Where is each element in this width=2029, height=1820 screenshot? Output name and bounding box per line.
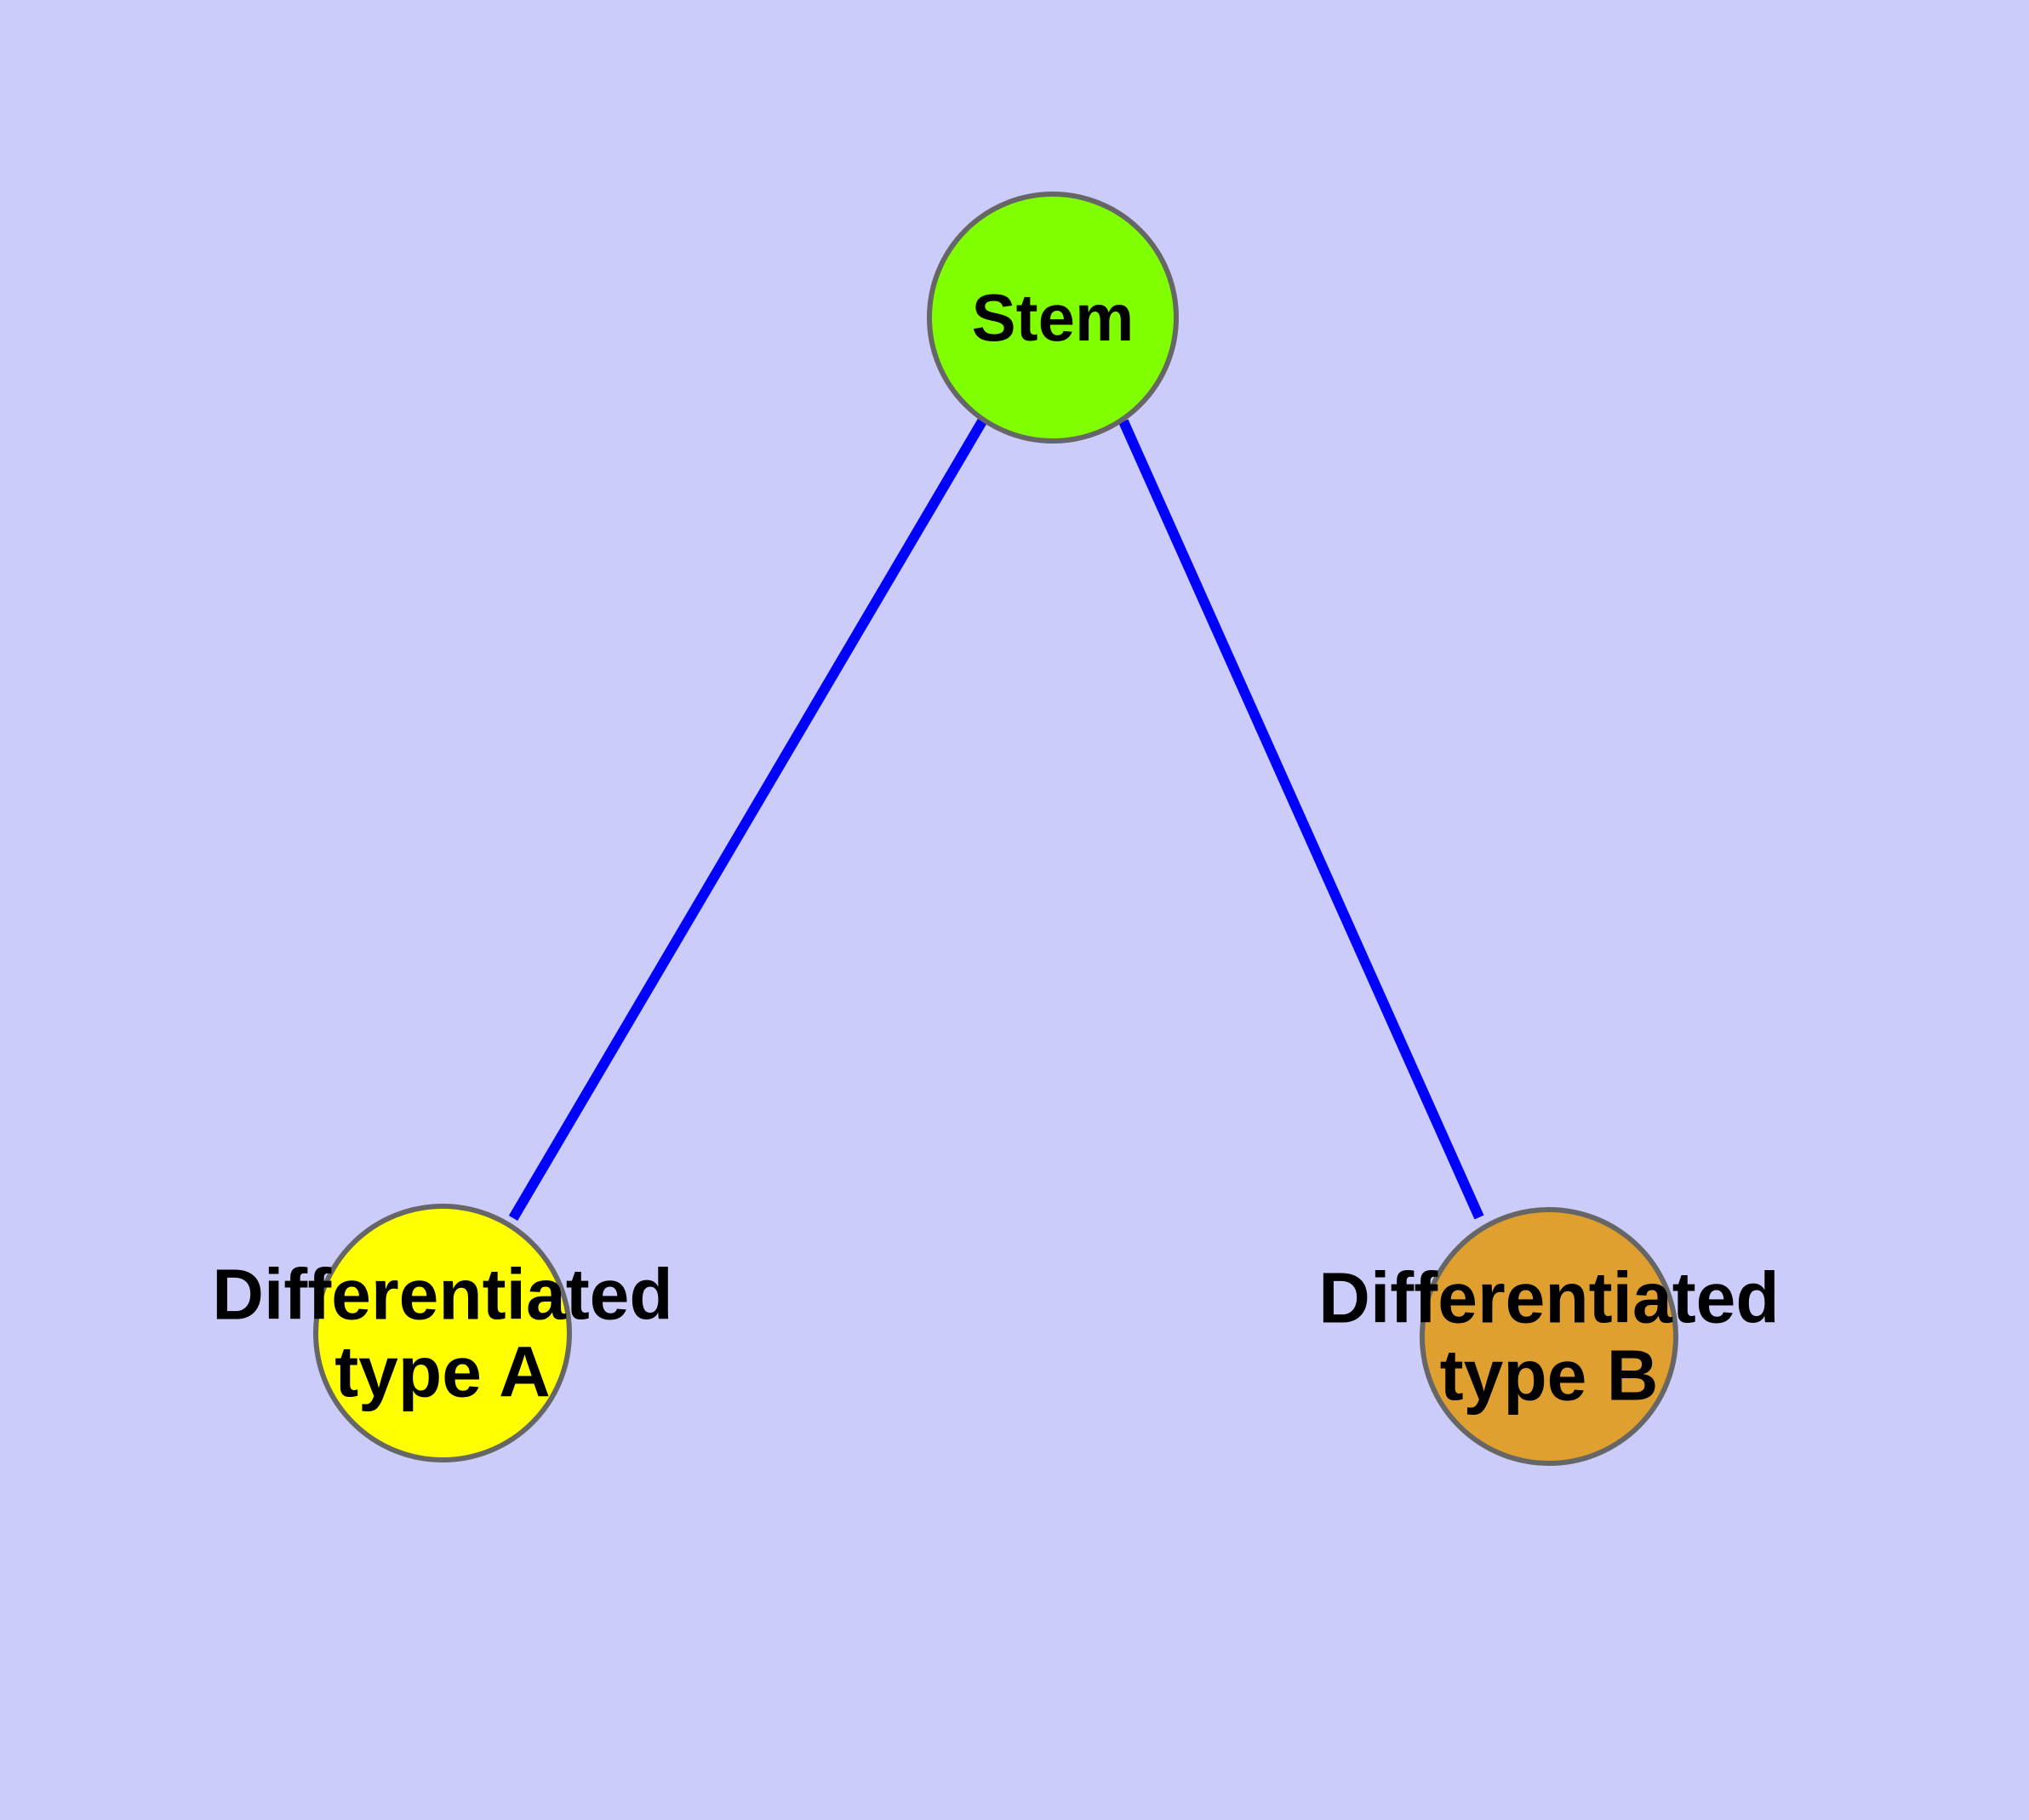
node-layer — [313, 192, 1678, 1466]
node-diff-b-circle[interactable] — [1420, 1207, 1678, 1466]
edge-layer — [508, 418, 1484, 1222]
edge-stem-to-diff-a[interactable] — [508, 418, 987, 1222]
edge-stem-to-diff-b[interactable] — [1118, 419, 1484, 1220]
node-stem-circle[interactable] — [927, 192, 1179, 444]
node-diff-a-circle[interactable] — [313, 1204, 572, 1462]
